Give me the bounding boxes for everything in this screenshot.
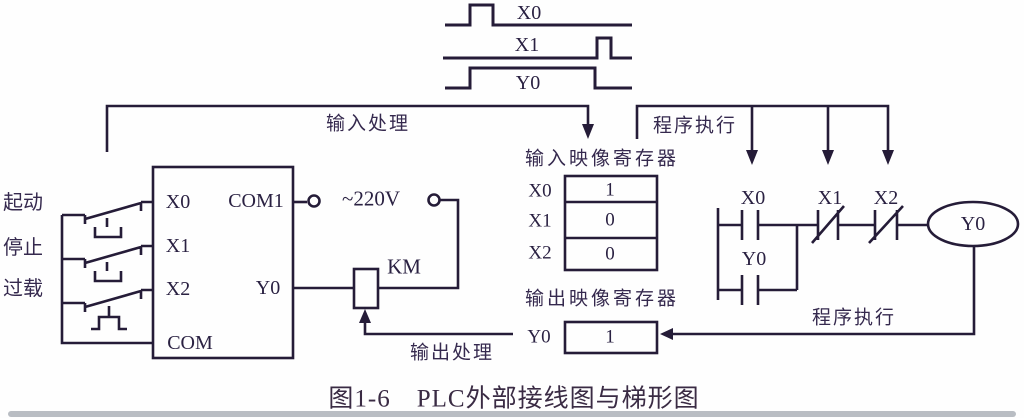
timing-label-x1: X1	[514, 34, 540, 56]
arrow-left-icon	[660, 328, 673, 340]
waveform-x1	[443, 36, 632, 60]
program-execution-top-label: 程序执行	[652, 115, 738, 137]
arrow-down-icon	[882, 150, 894, 165]
ladder-coil-y0-label: Y0	[960, 213, 986, 235]
flow-arrows	[105, 104, 976, 336]
terminal-circle	[427, 193, 441, 207]
input-register-row-label: X2	[528, 242, 552, 264]
timing-label-y0: Y0	[515, 72, 541, 94]
output-register-row-label: Y0	[527, 326, 551, 348]
program-execution-bottom-label: 程序执行	[811, 307, 897, 329]
start-button-label: 起动	[3, 192, 43, 214]
output-processing-label: 输出处理	[409, 342, 495, 364]
image-registers	[563, 174, 659, 355]
input-processing-label: 输入处理	[325, 113, 411, 135]
output-coil	[926, 200, 1020, 248]
input-register-row-value: 0	[605, 209, 615, 231]
timing-label-x0: X0	[516, 2, 542, 24]
contact-x2-nc	[868, 205, 904, 244]
output-processing-line	[363, 321, 513, 336]
arrowheads	[359, 124, 894, 340]
ladder-contact-x1-label: X1	[817, 187, 843, 209]
input-register-row-label: X0	[528, 180, 552, 202]
program-execution-top-line	[635, 104, 890, 152]
input-bus	[60, 215, 153, 345]
plc-terminal-com1: COM1	[228, 190, 284, 212]
input-register-table	[563, 174, 659, 272]
bottom-scroll-bar[interactable]	[8, 411, 1016, 417]
ladder-contact-x0-label: X0	[740, 187, 766, 209]
ladder-contact-y0-label: Y0	[741, 248, 767, 270]
contact-x1-nc	[811, 205, 845, 244]
input-processing-line	[105, 104, 590, 152]
arrow-up-icon	[359, 309, 371, 323]
input-register-row-value: 1	[605, 179, 615, 201]
plc-box	[151, 165, 295, 360]
input-register-row-value: 0	[605, 243, 615, 265]
contactor-coil-box	[352, 267, 380, 310]
stop-button-label: 停止	[3, 237, 43, 259]
contactor-km-label: KM	[387, 254, 421, 279]
plc-terminal-x1: X1	[165, 235, 191, 257]
arrow-down-icon	[746, 150, 758, 165]
terminal-circle	[307, 194, 321, 208]
plc-terminal-x2: X2	[165, 278, 191, 300]
power-wire	[378, 198, 460, 290]
start-button-symbol	[62, 200, 153, 239]
waveform-y0	[445, 66, 632, 90]
ladder-diagram	[716, 200, 1020, 305]
plc-terminal-y0: Y0	[255, 277, 281, 299]
parallel-branch	[718, 225, 799, 292]
contact-x0-no	[740, 210, 760, 240]
output-register-row-value: 1	[605, 326, 615, 348]
coil-to-output-register-line	[672, 247, 976, 336]
timing-waveforms	[443, 3, 632, 90]
power-voltage-label: ~220V	[341, 186, 401, 211]
overload-contact-symbol	[62, 288, 153, 331]
plc-terminal-x0: X0	[165, 191, 191, 213]
figure-caption: 图1-6 PLC外部接线图与梯形图	[328, 385, 700, 413]
contact-y0-no	[740, 275, 760, 305]
ladder-contact-x2-label: X2	[873, 187, 899, 209]
output-register-title: 输出映像寄存器	[524, 288, 680, 310]
arrow-down-icon	[582, 124, 594, 139]
plc-terminal-com: COM	[167, 332, 213, 354]
input-register-row-label: X1	[528, 210, 552, 232]
output-register-cell	[563, 320, 659, 355]
stop-button-symbol	[62, 244, 153, 283]
waveform-x0	[445, 3, 632, 27]
external-wiring	[60, 165, 460, 360]
overload-label: 过载	[3, 278, 43, 300]
input-register-title: 输入映像寄存器	[524, 148, 680, 170]
arrow-down-icon	[822, 150, 834, 165]
